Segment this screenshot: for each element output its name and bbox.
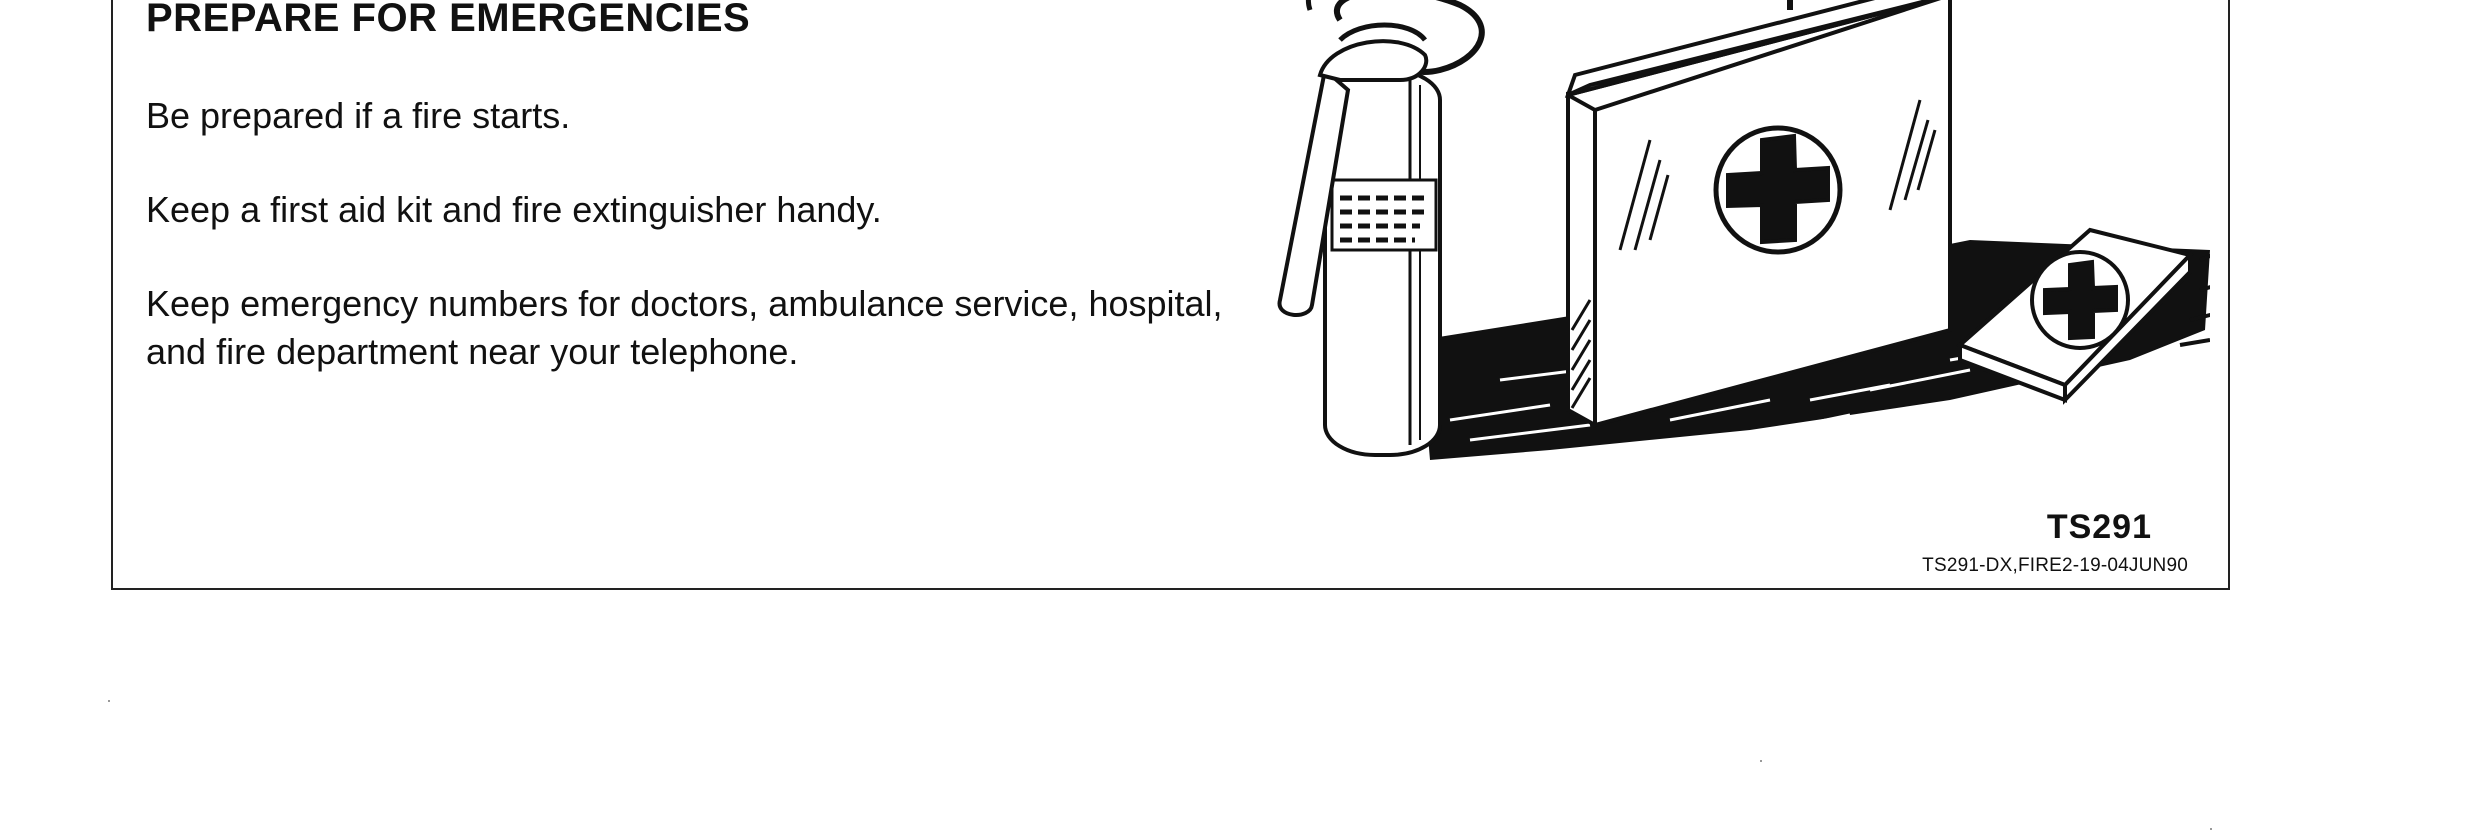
instruction-paragraph-1: Be prepared if a fire starts. xyxy=(146,95,571,136)
emergency-equipment-illustration xyxy=(1277,0,2210,460)
figure-code: TS291 xyxy=(2046,508,2152,546)
safety-panel xyxy=(111,0,2230,590)
scan-speck xyxy=(2210,828,2212,830)
fire-extinguisher-icon xyxy=(1277,0,1485,457)
instruction-paragraph-2: Keep a first aid kit and fire extinguish… xyxy=(146,189,882,230)
instruction-paragraph-3: Keep emergency numbers for doctors, ambu… xyxy=(146,283,1223,372)
section-heading: PREPARE FOR EMERGENCIES xyxy=(146,0,751,40)
first-aid-box-icon xyxy=(1956,227,2194,405)
first-aid-case-icon xyxy=(1564,0,1952,429)
scan-speck xyxy=(1760,760,1762,762)
figure-reference: TS291-DX,FIRE2-19-04JUN90 xyxy=(1922,555,2188,576)
scan-speck xyxy=(108,700,110,702)
